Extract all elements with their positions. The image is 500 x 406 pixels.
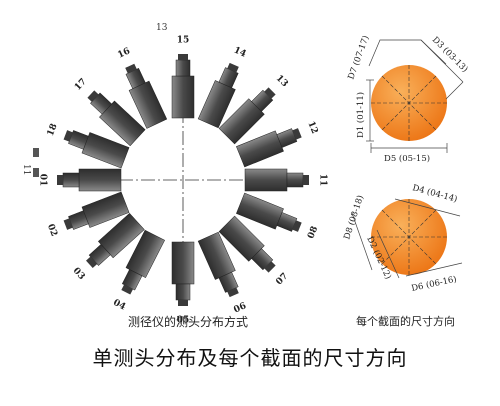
probe-label-14: 14 (232, 45, 248, 59)
section-top: D7 (07-17) D3 (03-13) D1 (01-11) D5 (05-… (345, 34, 470, 164)
section-top-label-d7: D7 (07-17) (345, 34, 371, 81)
probe-label-16: 16 (116, 46, 132, 60)
probe-label-05: 05 (177, 316, 190, 326)
stray-label-left: 11 (21, 164, 31, 175)
probe-label-06: 06 (232, 301, 248, 315)
stray-label-top: 13 (156, 23, 168, 33)
probe-04 (121, 229, 165, 295)
probe-label-17: 17 (73, 77, 89, 93)
section-bottom-label-d8: D8 (08-18) (341, 194, 366, 241)
probe-label-01: 01 (38, 174, 48, 187)
probe-label-08: 08 (306, 225, 320, 240)
probe-06 (197, 231, 239, 298)
probe-label-15: 15 (177, 36, 190, 46)
section-bottom-label-d6: D6 (06-16) (410, 274, 457, 294)
probe-label-12: 12 (305, 120, 319, 135)
section-top-label-d5: D5 (05-15) (384, 153, 430, 164)
probe-ring: 01 02 03 04 05 06 07 08 11 12 13 14 15 16 17 18 (38, 36, 328, 326)
probe-13 (218, 87, 276, 145)
probe-label-13: 13 (274, 73, 290, 89)
probe-layout-caption: 测径仪的测头分布方式 (128, 315, 249, 329)
section-top-label-d1: D1 (01-11) (355, 92, 366, 138)
stray-probe-mark: 11 (21, 148, 39, 177)
probe-02 (63, 191, 130, 230)
probe-08 (236, 192, 302, 232)
probe-18 (63, 130, 130, 169)
probe-11 (244, 168, 309, 192)
probe-07 (218, 215, 276, 273)
section-directions-caption: 每个截面的尺寸方向 (356, 315, 455, 328)
probe-05 (171, 241, 195, 306)
probe-17 (87, 90, 146, 147)
probe-12 (236, 128, 302, 168)
probe-label-03: 03 (71, 266, 87, 282)
probe-label-18: 18 (46, 122, 60, 137)
probe-label-04: 04 (111, 298, 127, 313)
probe-label-11: 11 (318, 174, 328, 187)
section-bottom: D4 (04-14) D8 (08-18) D2 (02-12) D6 (06-… (341, 182, 463, 294)
probe-16 (125, 63, 168, 129)
probe-label-07: 07 (274, 271, 290, 287)
probe-03 (86, 212, 145, 269)
probe-14 (197, 62, 239, 129)
probe-15 (171, 54, 195, 119)
probe-01 (57, 168, 122, 192)
page-title: 单测头分布及每个截面的尺寸方向 (92, 346, 408, 370)
probe-label-02: 02 (45, 223, 59, 238)
